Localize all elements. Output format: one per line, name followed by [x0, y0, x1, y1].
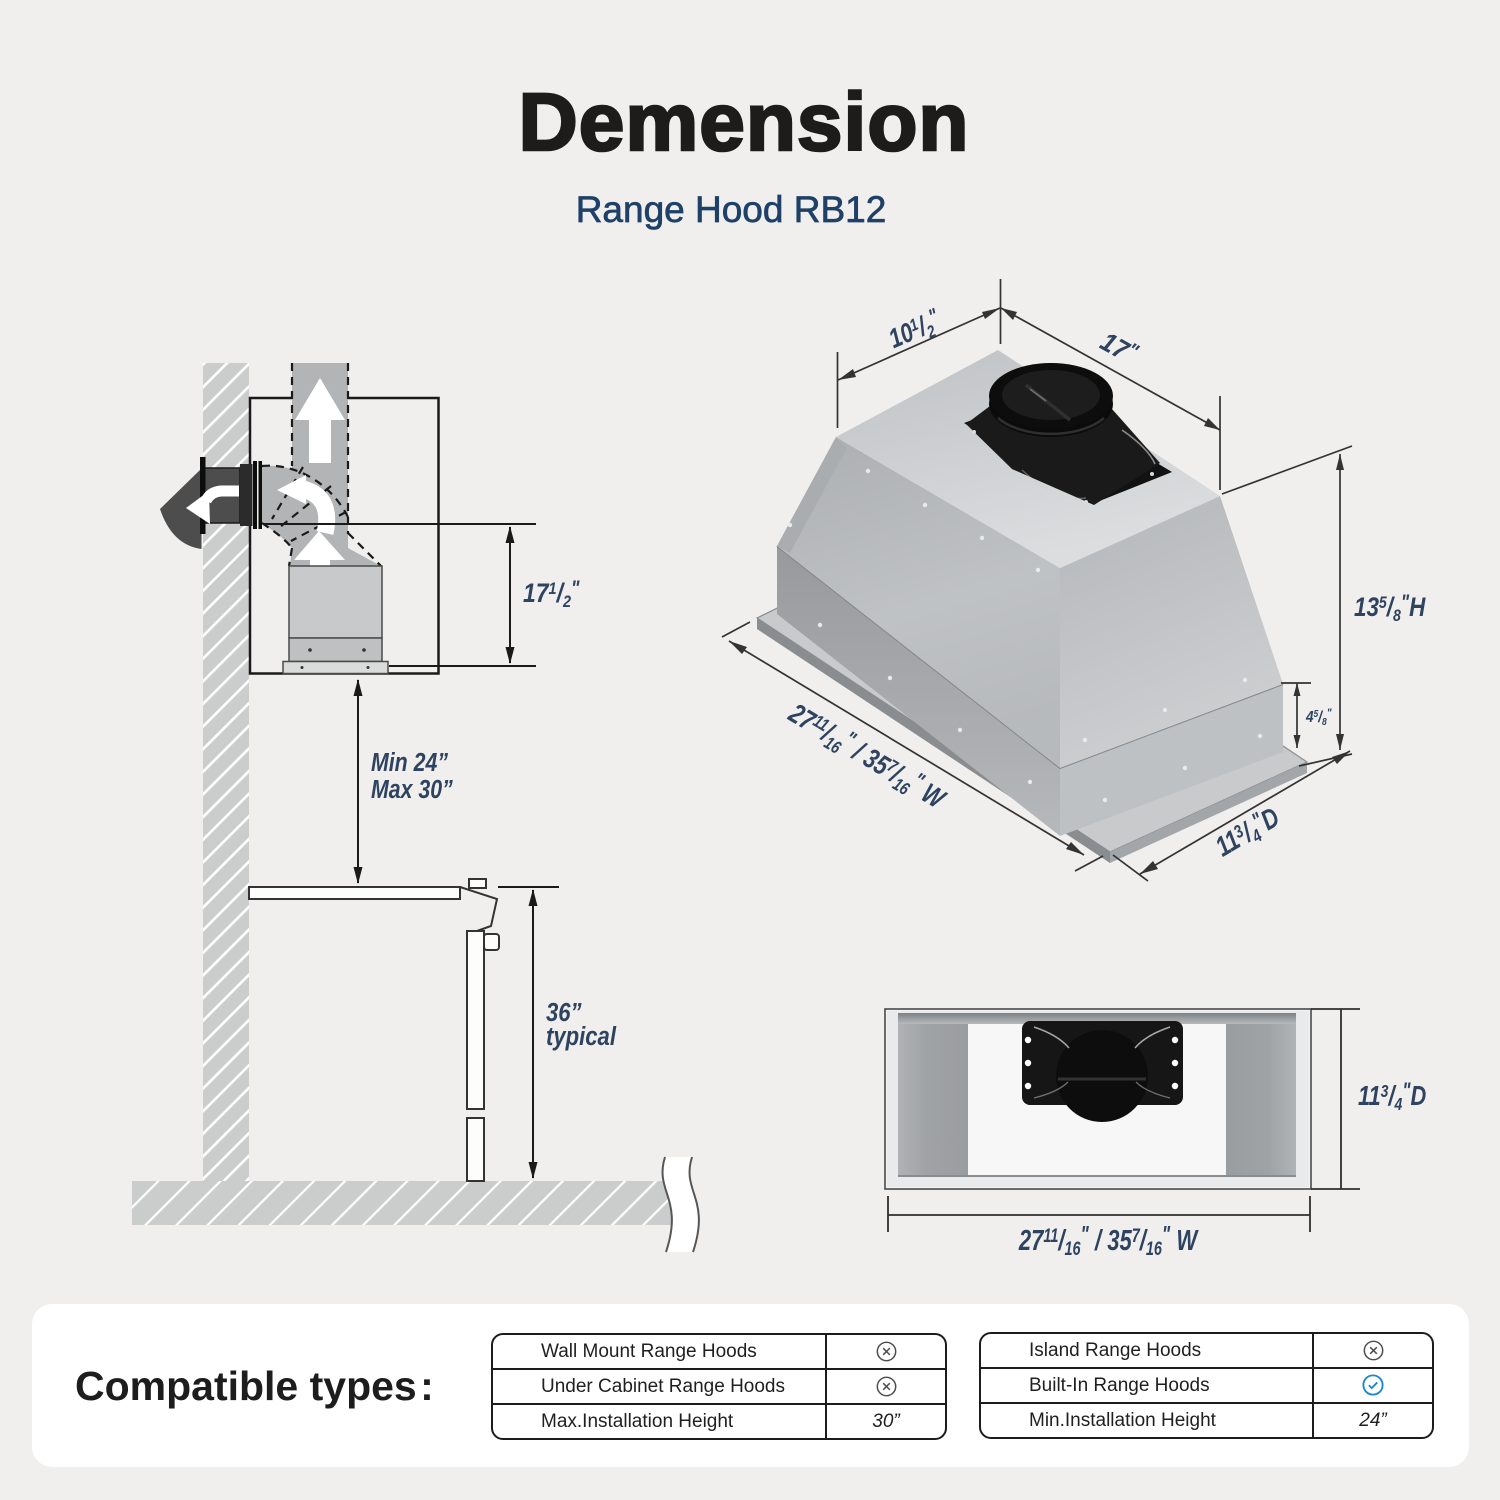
- svg-text:Min 24”: Min 24”: [371, 748, 448, 778]
- svg-text:typical: typical: [546, 1022, 617, 1051]
- svg-text:Max 30”: Max 30”: [371, 775, 453, 805]
- svg-text:135/8"H: 135/8"H: [1354, 592, 1426, 626]
- svg-text:45/8": 45/8": [1305, 707, 1332, 727]
- svg-text:36”: 36”: [546, 998, 582, 1027]
- svg-text:101/2": 101/2": [884, 304, 947, 357]
- svg-text:171/2": 171/2": [523, 577, 580, 612]
- svg-text:113/4"D: 113/4"D: [1358, 1079, 1426, 1114]
- svg-text:2711/16" / 357/16" W: 2711/16" / 357/16" W: [1018, 1223, 1199, 1260]
